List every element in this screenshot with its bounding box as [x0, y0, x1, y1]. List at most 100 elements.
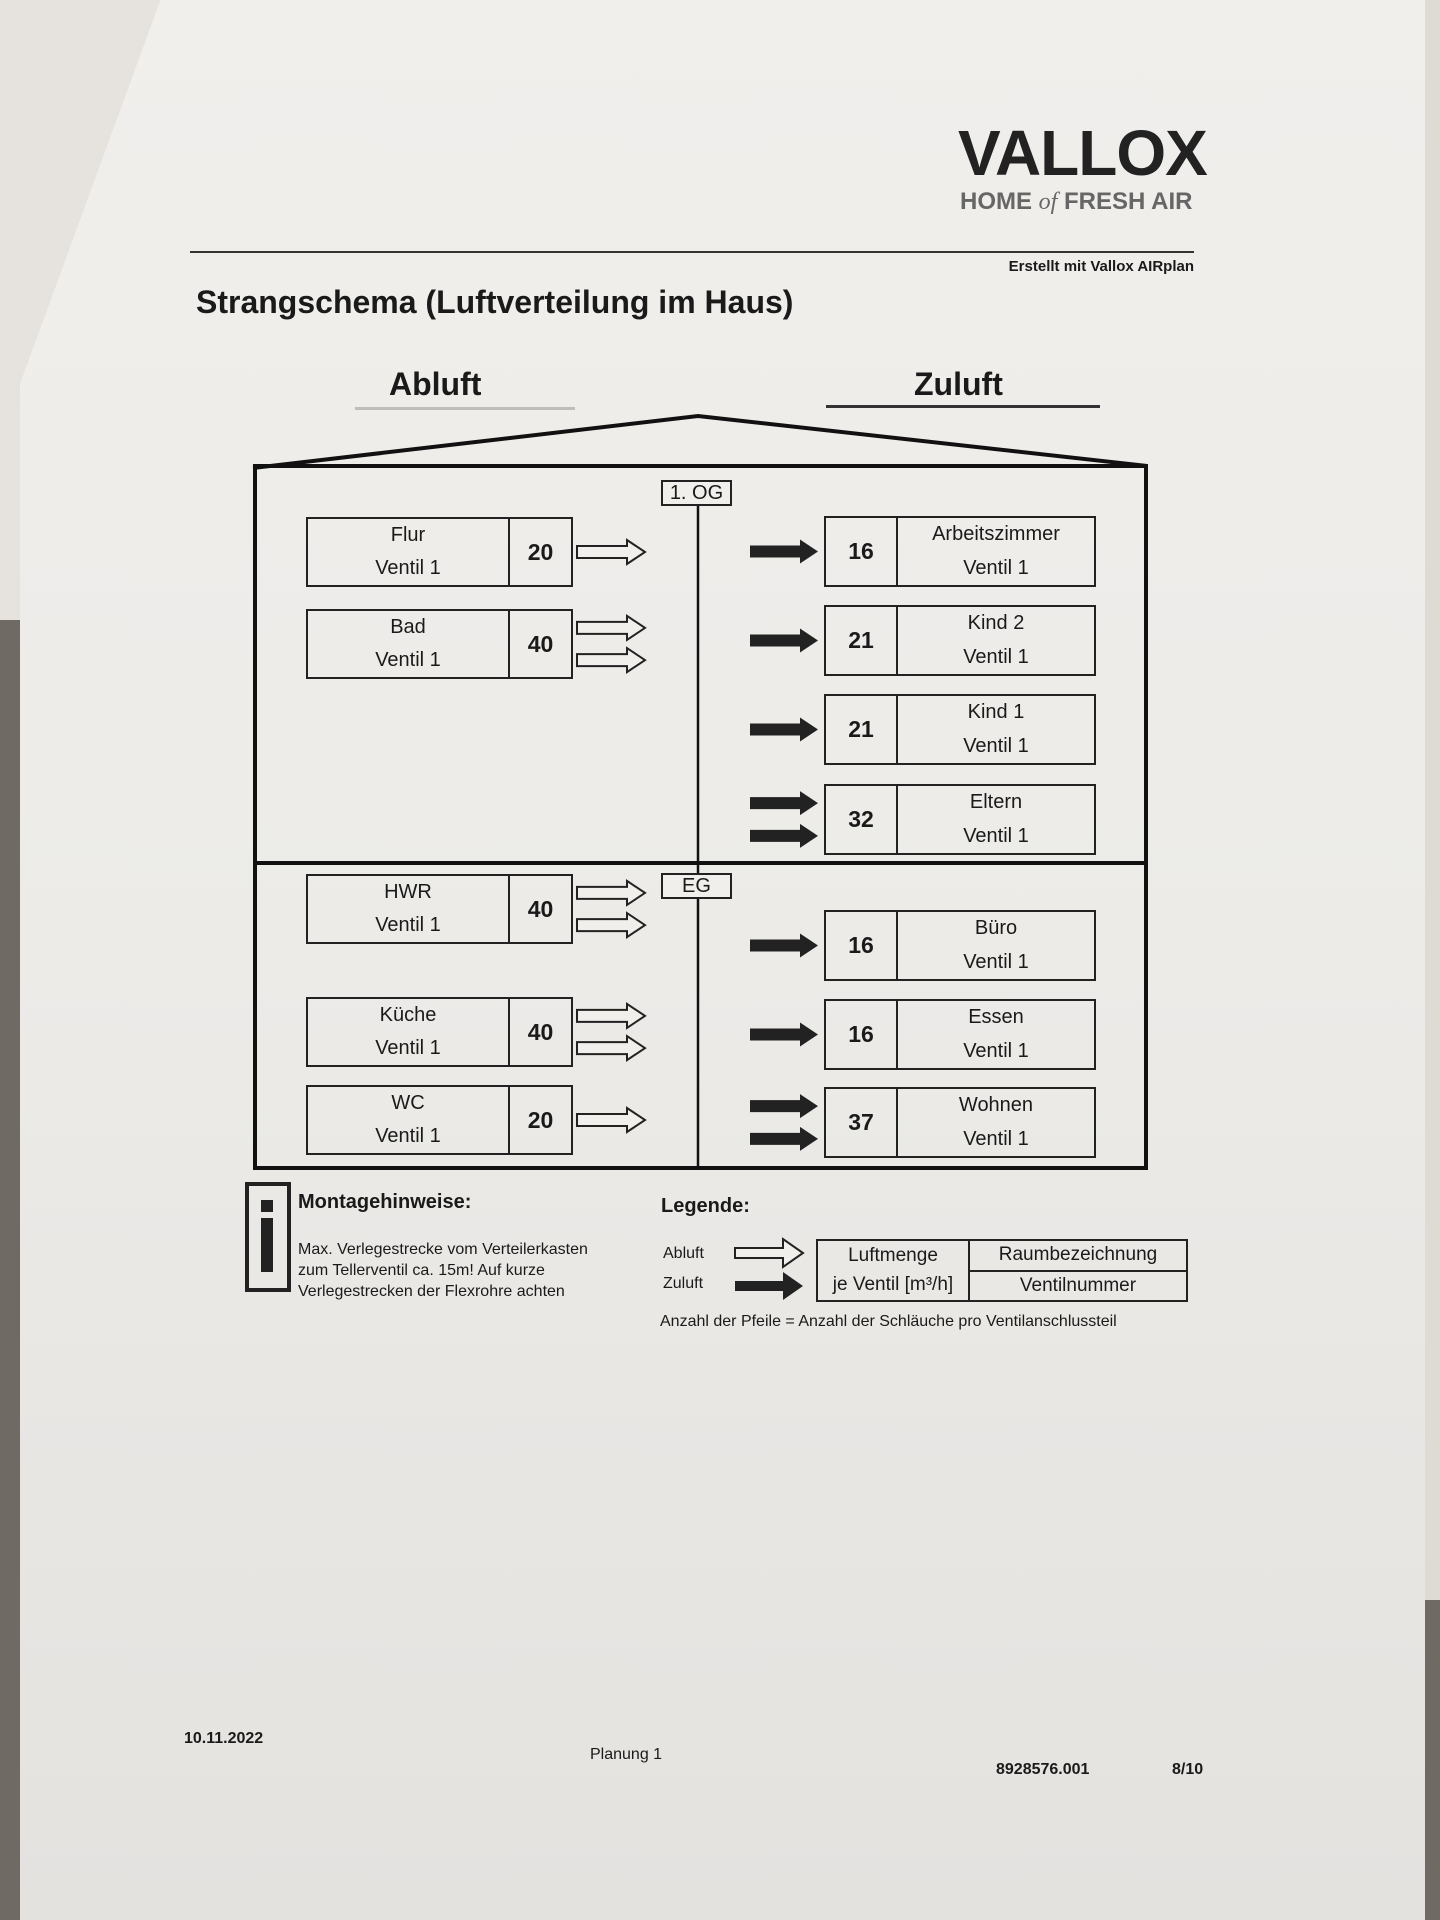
logo-tagline: HOME of FRESH AIR [960, 188, 1192, 216]
filled-arrow-icon [735, 1272, 803, 1300]
valve-number: Ventil 1 [963, 1039, 1029, 1062]
airflow-value: 20 [527, 1106, 554, 1133]
tagline-part: FRESH AIR [1057, 188, 1193, 215]
footer-date: 10.11.2022 [184, 1730, 264, 1747]
valve-number: Ventil 1 [963, 645, 1029, 668]
exhaust-valve-box: HWR Ventil 1 40 [306, 874, 573, 944]
room-name: Kind 2 [967, 612, 1025, 635]
supply-arrows [750, 539, 818, 564]
exhaust-arrows [576, 1002, 647, 1062]
filled-arrow-icon [750, 1126, 818, 1151]
header-rule [190, 251, 1194, 253]
exhaust-arrows [576, 1106, 647, 1134]
hollow-arrow-icon [576, 1034, 647, 1062]
valve-number: Ventil 1 [963, 556, 1029, 579]
footer-doc-number: 8928576.001 [996, 1761, 1090, 1778]
notes-heading: Montagehinweise: [298, 1191, 472, 1213]
filled-arrow-icon [750, 539, 818, 564]
legend-arrows [734, 1237, 805, 1300]
legend-table: Luftmenge je Ventil [m³/h] Raumbezeichnu… [816, 1239, 1188, 1302]
airflow-value: 32 [826, 786, 898, 853]
supply-arrows [750, 791, 818, 848]
supply-arrows [750, 1022, 818, 1047]
vallox-logo: VALLOX [958, 117, 1208, 189]
abluft-heading: Abluft [389, 366, 482, 402]
hollow-arrow-icon [576, 614, 647, 642]
supply-arrows [750, 1094, 818, 1151]
hollow-arrow-icon [576, 1106, 647, 1134]
airflow-value: 16 [826, 912, 898, 979]
valve-number: Ventil 1 [963, 734, 1029, 757]
exhaust-arrows [576, 614, 647, 674]
hollow-arrow-icon [734, 1237, 805, 1269]
room-name: WC [391, 1092, 425, 1114]
tagline-part: of [1038, 189, 1058, 215]
legend-flow-label: Luftmenge [848, 1244, 938, 1266]
room-cell: Kind 2 Ventil 1 [898, 607, 1094, 674]
credit-text: Erstellt mit Vallox AIRplan [1008, 258, 1194, 275]
supply-valve-box: 21 Kind 1 Ventil 1 [824, 694, 1096, 765]
room-name: Wohnen [958, 1094, 1034, 1117]
hollow-arrow-icon [576, 879, 647, 907]
room-name: Bad [390, 616, 426, 638]
room-name: Essen [968, 1006, 1024, 1029]
filled-arrow-icon [750, 1022, 818, 1047]
floor-label: EG [661, 873, 732, 899]
filled-arrow-icon [750, 933, 818, 958]
valve-number: Ventil 1 [375, 914, 441, 936]
airflow-value: 21 [826, 696, 898, 763]
room-name: Büro [974, 917, 1018, 940]
legend-abluft-label: Abluft [663, 1245, 704, 1262]
note-line: zum Tellerventil ca. 15m! Auf kurze [298, 1262, 545, 1279]
valve-number: Ventil 1 [963, 950, 1029, 973]
valve-number: Ventil 1 [375, 557, 441, 579]
abluft-underline [355, 407, 575, 410]
hollow-arrow-icon [576, 646, 647, 674]
legend-heading: Legende: [661, 1195, 750, 1217]
room-cell: Kind 1 Ventil 1 [898, 696, 1094, 763]
airflow-value: 20 [527, 538, 554, 565]
room-name: Küche [379, 1004, 437, 1026]
valve-number: Ventil 1 [375, 649, 441, 671]
airflow-value: 16 [826, 518, 898, 585]
footer-page-number: 8/10 [1172, 1761, 1204, 1778]
supply-arrows [750, 933, 818, 958]
filled-arrow-icon [750, 628, 818, 653]
supply-arrows [750, 717, 818, 742]
tagline-part: HOME [960, 188, 1039, 215]
exhaust-arrows [576, 538, 647, 566]
legend-flow-unit: je Ventil [m³/h] [832, 1274, 954, 1296]
notes-text: Max. Verlegestrecke vom Verteilerkasten … [298, 1239, 588, 1302]
room-name: HWR [384, 881, 432, 903]
hollow-arrow-icon [576, 1002, 647, 1030]
zuluft-underline [826, 405, 1100, 408]
zuluft-heading: Zuluft [914, 366, 1003, 402]
filled-arrow-icon [750, 791, 818, 816]
room-name: Flur [390, 524, 426, 546]
airflow-value: 40 [527, 895, 554, 922]
filled-arrow-icon [750, 1094, 818, 1119]
note-line: Max. Verlegestrecke vom Verteilerkasten [298, 1241, 588, 1258]
room-name: Kind 1 [967, 701, 1025, 724]
airflow-value: 37 [826, 1089, 898, 1156]
legend-zuluft-label: Zuluft [663, 1275, 704, 1292]
valve-number: Ventil 1 [963, 824, 1029, 847]
airflow-value: 40 [527, 630, 554, 657]
room-name: Arbeitszimmer [932, 523, 1060, 546]
note-line: Verlegestrecken der Flexrohre achten [298, 1283, 565, 1300]
legend-footnote: Anzahl der Pfeile = Anzahl der Schläuche… [660, 1313, 1117, 1330]
